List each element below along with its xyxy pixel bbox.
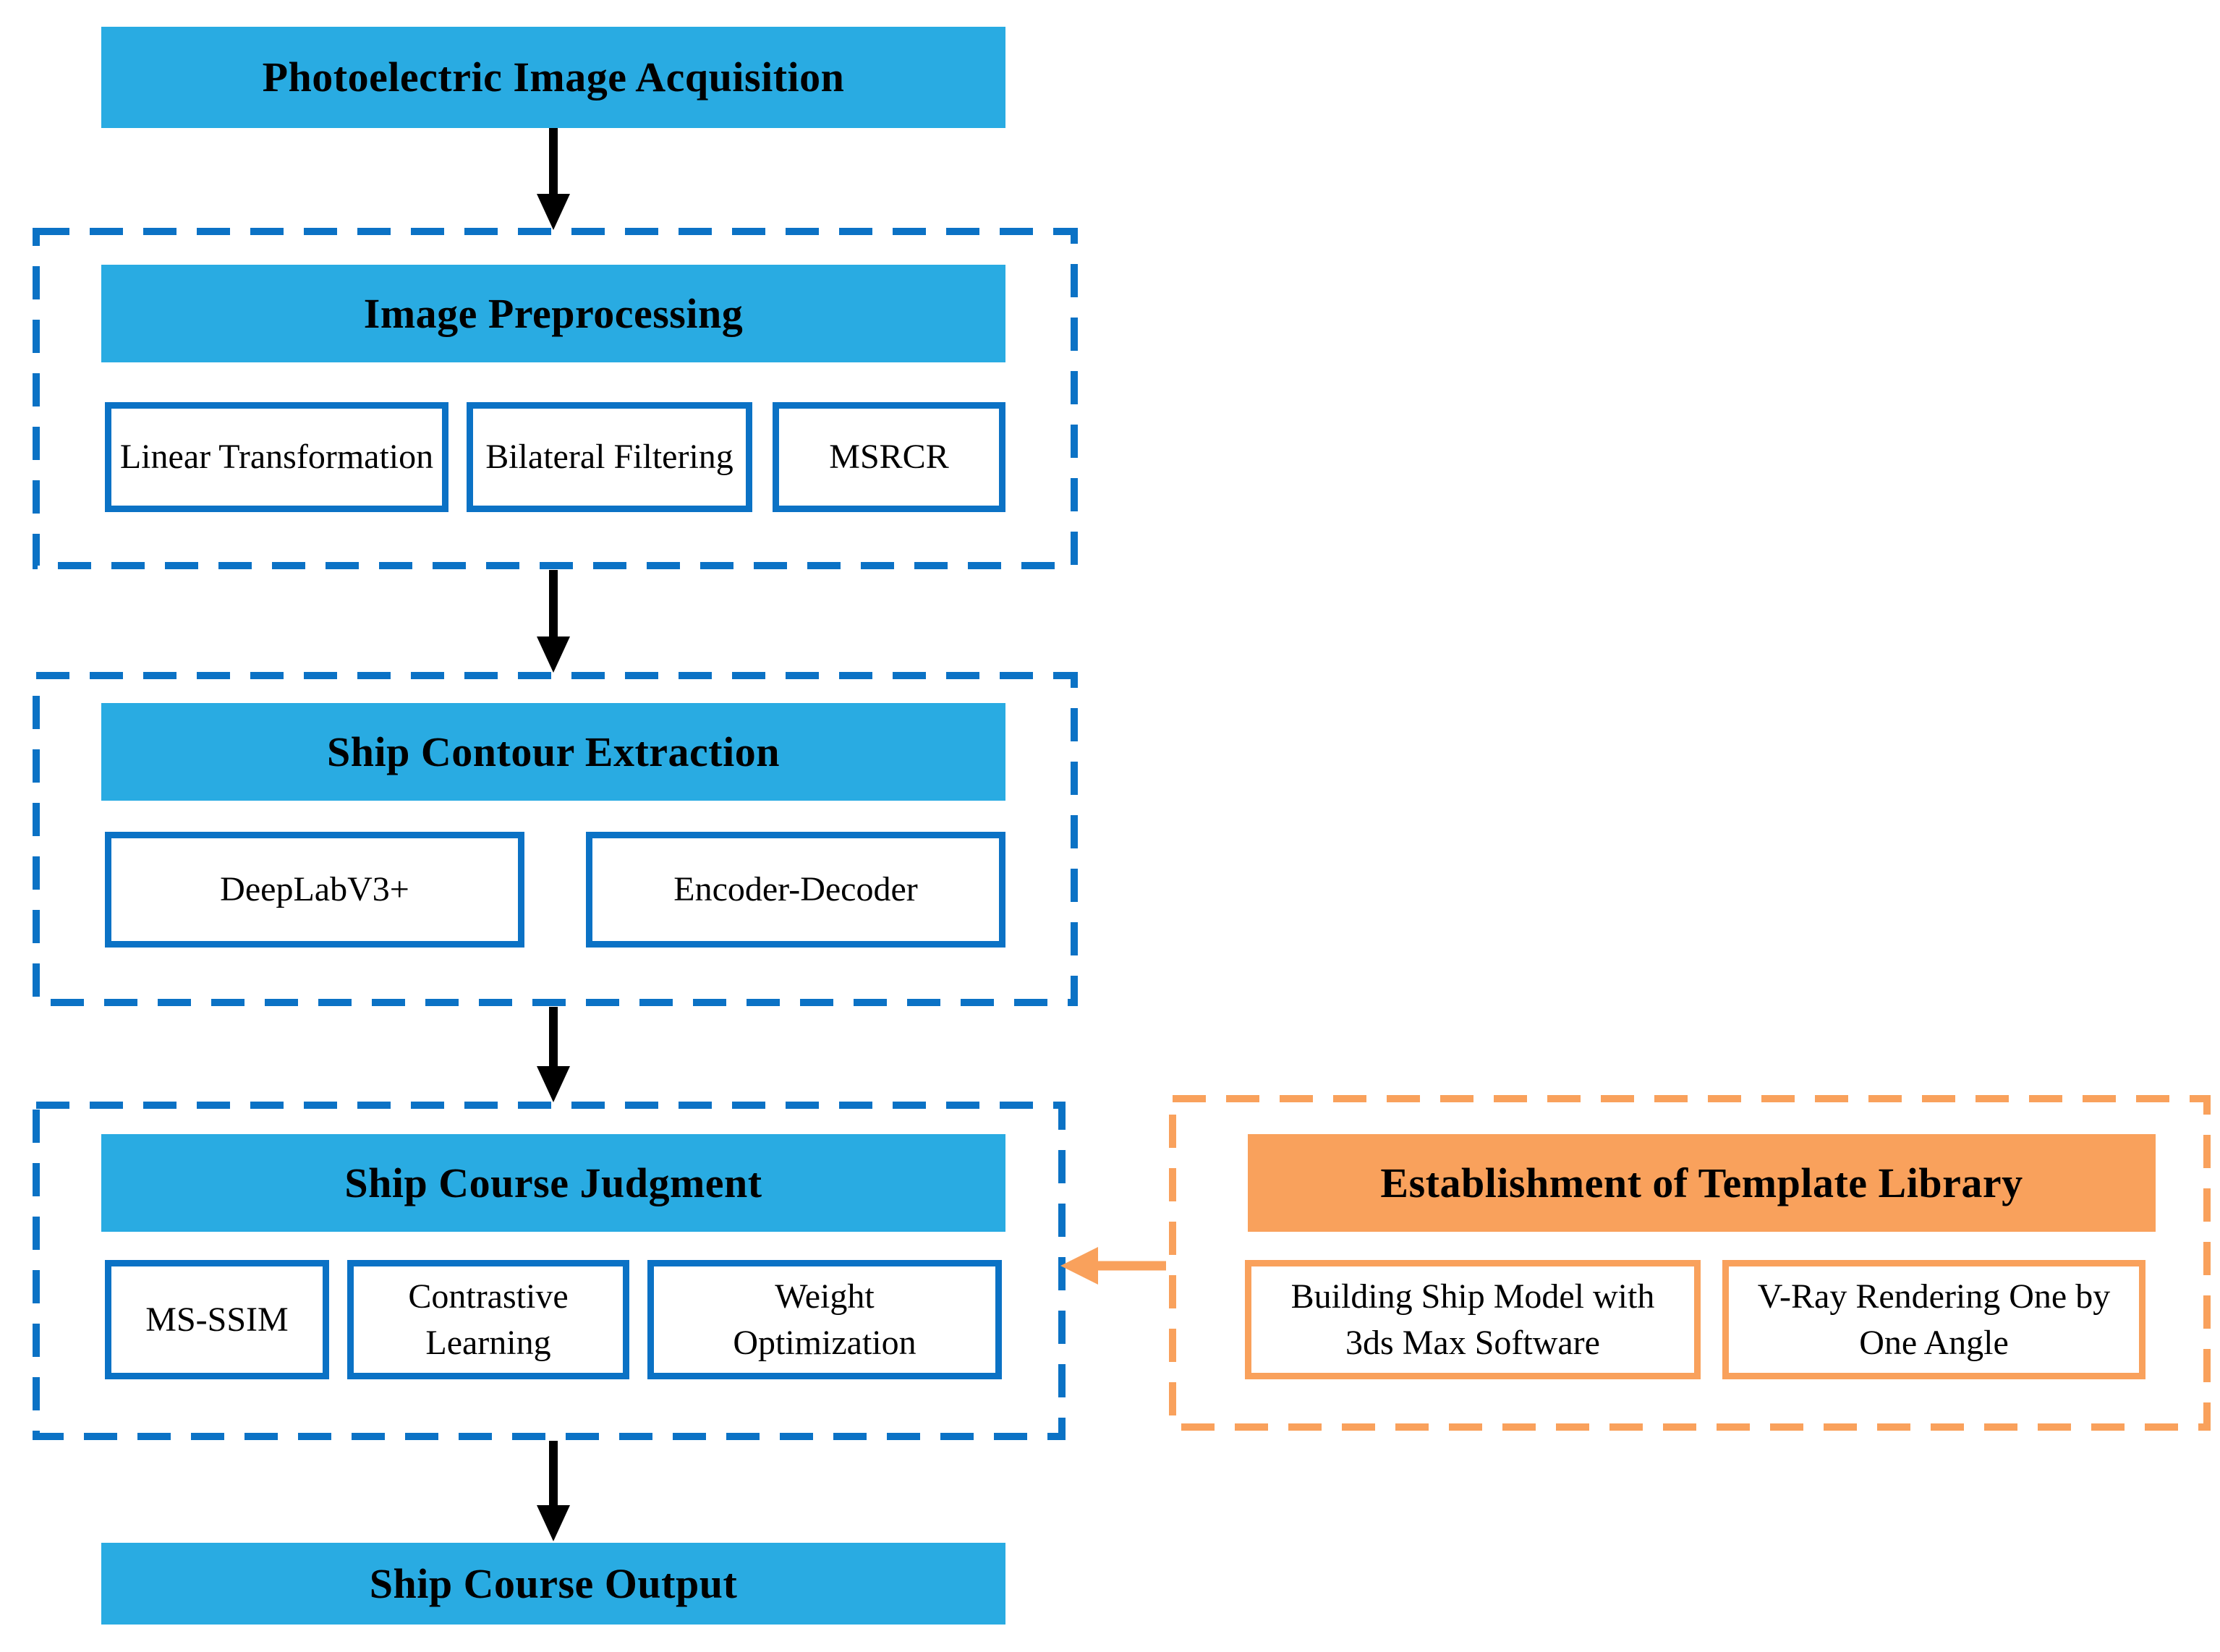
ship-contour-extraction-label: Ship Contour Extraction [327,728,780,775]
weight-optimization-label: Weight Optimization [733,1277,917,1362]
arrow-contour-to-judgment [537,1007,570,1102]
arrow-acquisition-to-preprocessing [537,128,570,230]
building-ship-model-label: Building Ship Model with 3ds Max Softwar… [1290,1277,1655,1362]
contrastive-learning-label: Contrastive Learning [408,1277,569,1362]
encoder-decoder-box: Encoder-Decoder [586,832,1005,948]
arrow-preprocessing-to-contour [537,570,570,673]
building-ship-model-box: Building Ship Model with 3ds Max Softwar… [1245,1260,1701,1379]
photoelectric-image-acquisition-label: Photoelectric Image Acquisition [262,54,845,101]
deeplabv3-box: DeepLabV3+ [105,832,524,948]
vray-rendering-box: V-Ray Rendering One by One Angle [1722,1260,2145,1379]
ms-ssim-label: MS-SSIM [145,1300,289,1339]
photoelectric-image-acquisition-box: Photoelectric Image Acquisition [101,27,1005,128]
vray-rendering-label: V-Ray Rendering One by One Angle [1757,1277,2111,1362]
linear-transformation-box: Linear Transformation [105,402,448,512]
image-preprocessing-label: Image Preprocessing [363,289,744,337]
msrcr-label: MSRCR [829,438,949,477]
image-preprocessing-header: Image Preprocessing [101,265,1005,362]
weight-optimization-box: Weight Optimization [647,1260,1002,1379]
bilateral-filtering-label: Bilateral Filtering [485,438,733,477]
template-library-header: Establishment of Template Library [1248,1134,2156,1232]
arrow-template-library-to-judgment [1060,1247,1166,1285]
bilateral-filtering-box: Bilateral Filtering [467,402,752,512]
ship-contour-extraction-group-frame [33,672,1078,1006]
ship-course-judgment-header: Ship Course Judgment [101,1134,1005,1232]
msrcr-box: MSRCR [773,402,1005,512]
ms-ssim-box: MS-SSIM [105,1260,329,1379]
template-library-group-frame [1169,1095,2211,1431]
encoder-decoder-label: Encoder-Decoder [673,870,918,909]
ship-contour-extraction-header: Ship Contour Extraction [101,703,1005,801]
image-preprocessing-group-frame [33,228,1078,569]
ship-course-judgment-label: Ship Course Judgment [344,1159,762,1206]
arrow-judgment-to-output [537,1441,570,1541]
linear-transformation-label: Linear Transformation [119,438,434,477]
ship-course-output-box: Ship Course Output [101,1543,1005,1625]
ship-course-judgment-group-frame [33,1102,1066,1440]
template-library-label: Establishment of Template Library [1380,1159,2023,1206]
contrastive-learning-box: Contrastive Learning [347,1260,629,1379]
ship-course-output-label: Ship Course Output [369,1559,738,1607]
deeplabv3-label: DeepLabV3+ [220,870,409,909]
